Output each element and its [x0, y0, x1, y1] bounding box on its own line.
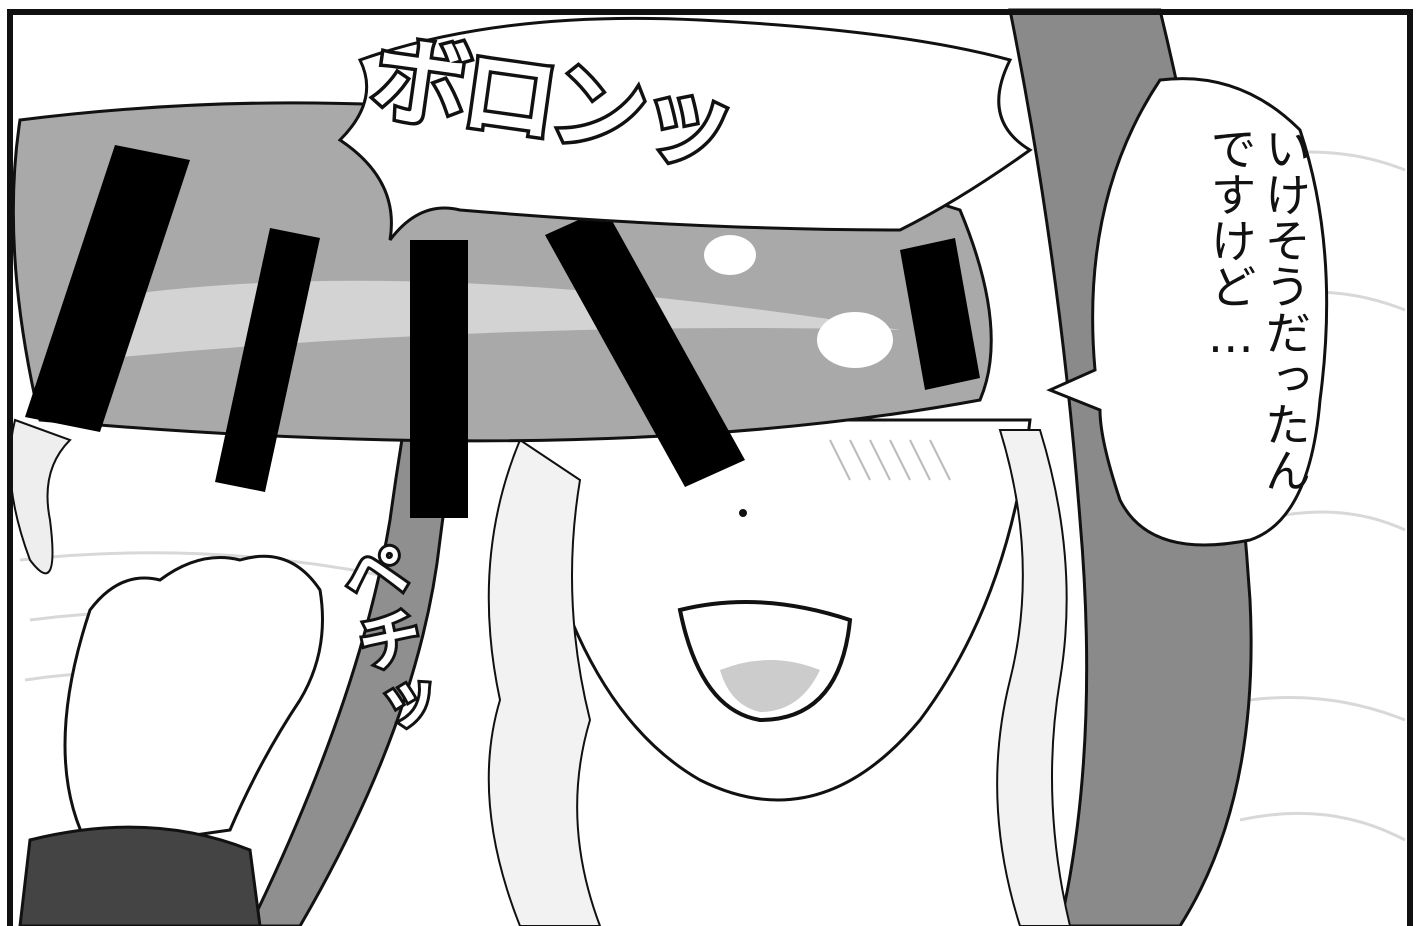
dialogue-line-1: いけそうだったん	[1258, 125, 1312, 493]
left-hair	[9, 418, 72, 575]
censor-bars	[25, 145, 980, 518]
hand	[63, 554, 324, 852]
panel-border	[7, 9, 1413, 926]
dialogue-text: いけそうだったん ですけど…	[1203, 125, 1312, 525]
shine-spot-1	[704, 235, 756, 275]
speech-bubble	[1046, 77, 1329, 547]
side-hair-wavy	[487, 438, 602, 926]
sleeve-cuff	[18, 825, 262, 926]
side-hair-wavy-right	[996, 429, 1072, 926]
speech-bubble-text-area: いけそうだったん ですけど…	[1095, 95, 1335, 545]
shine-spot-2	[817, 312, 893, 368]
sfx-burst	[337, 16, 1033, 241]
dialogue-line-2: ですけど…	[1203, 125, 1258, 363]
blush	[829, 439, 951, 481]
tongue-shade	[720, 660, 820, 712]
mole	[739, 509, 747, 517]
